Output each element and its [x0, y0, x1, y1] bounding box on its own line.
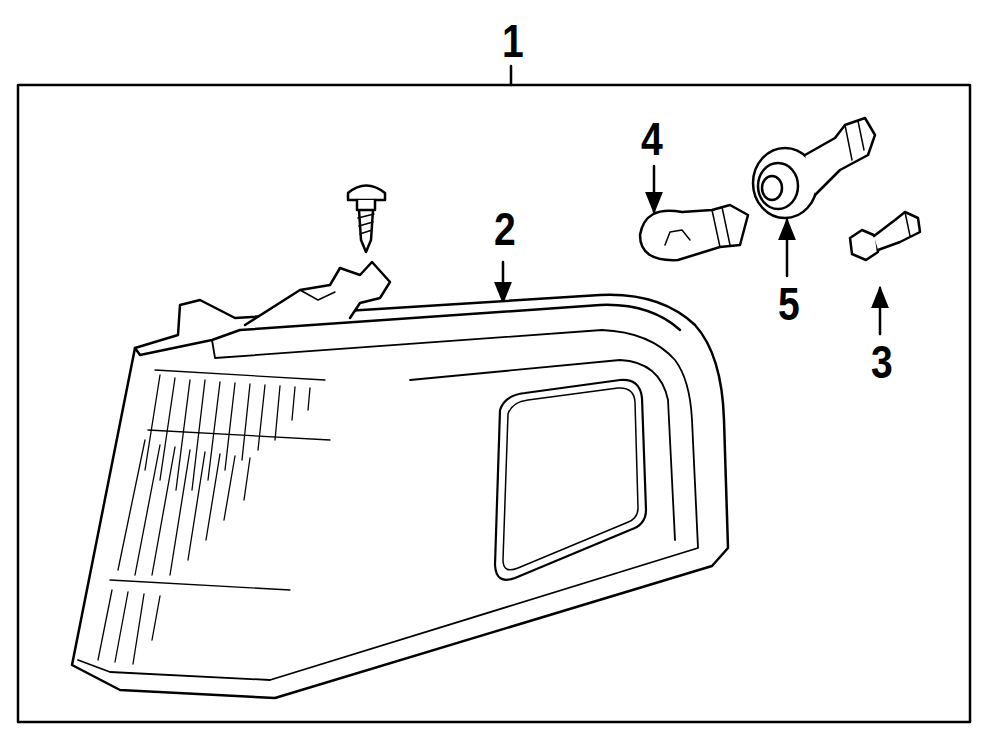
small-socket [850, 230, 878, 260]
bulb-socket [762, 176, 782, 200]
callout-number: 4 [641, 116, 663, 162]
callout-number: 3 [871, 339, 893, 385]
mounting-bracket [300, 290, 335, 300]
bulb [640, 205, 748, 260]
bulb-socket [845, 121, 864, 160]
leader-arrow [879, 288, 882, 334]
leader-arrow [502, 262, 505, 302]
small-socket [905, 212, 910, 236]
lens-inner-edge [410, 360, 675, 540]
bulb [712, 207, 730, 247]
leader-line [510, 66, 513, 85]
lens-inner-edge [78, 330, 698, 680]
callout-number: 1 [502, 18, 524, 64]
callout-number: 2 [494, 206, 516, 252]
bulb-filament [665, 230, 690, 245]
screw [348, 186, 385, 201]
lens-facets [98, 370, 330, 664]
lens-window [495, 380, 646, 580]
screw [357, 200, 375, 252]
bulb-socket [805, 118, 875, 195]
bulb-socket [758, 163, 798, 209]
mounting-bracket [245, 262, 390, 325]
lens-window [503, 388, 638, 570]
lamp-lens [72, 295, 728, 698]
leader-arrow [786, 220, 789, 276]
callout-number: 5 [778, 281, 800, 327]
screw [358, 214, 374, 234]
assembly-frame [18, 85, 970, 722]
small-socket [874, 212, 920, 250]
leader-arrow [653, 166, 656, 212]
